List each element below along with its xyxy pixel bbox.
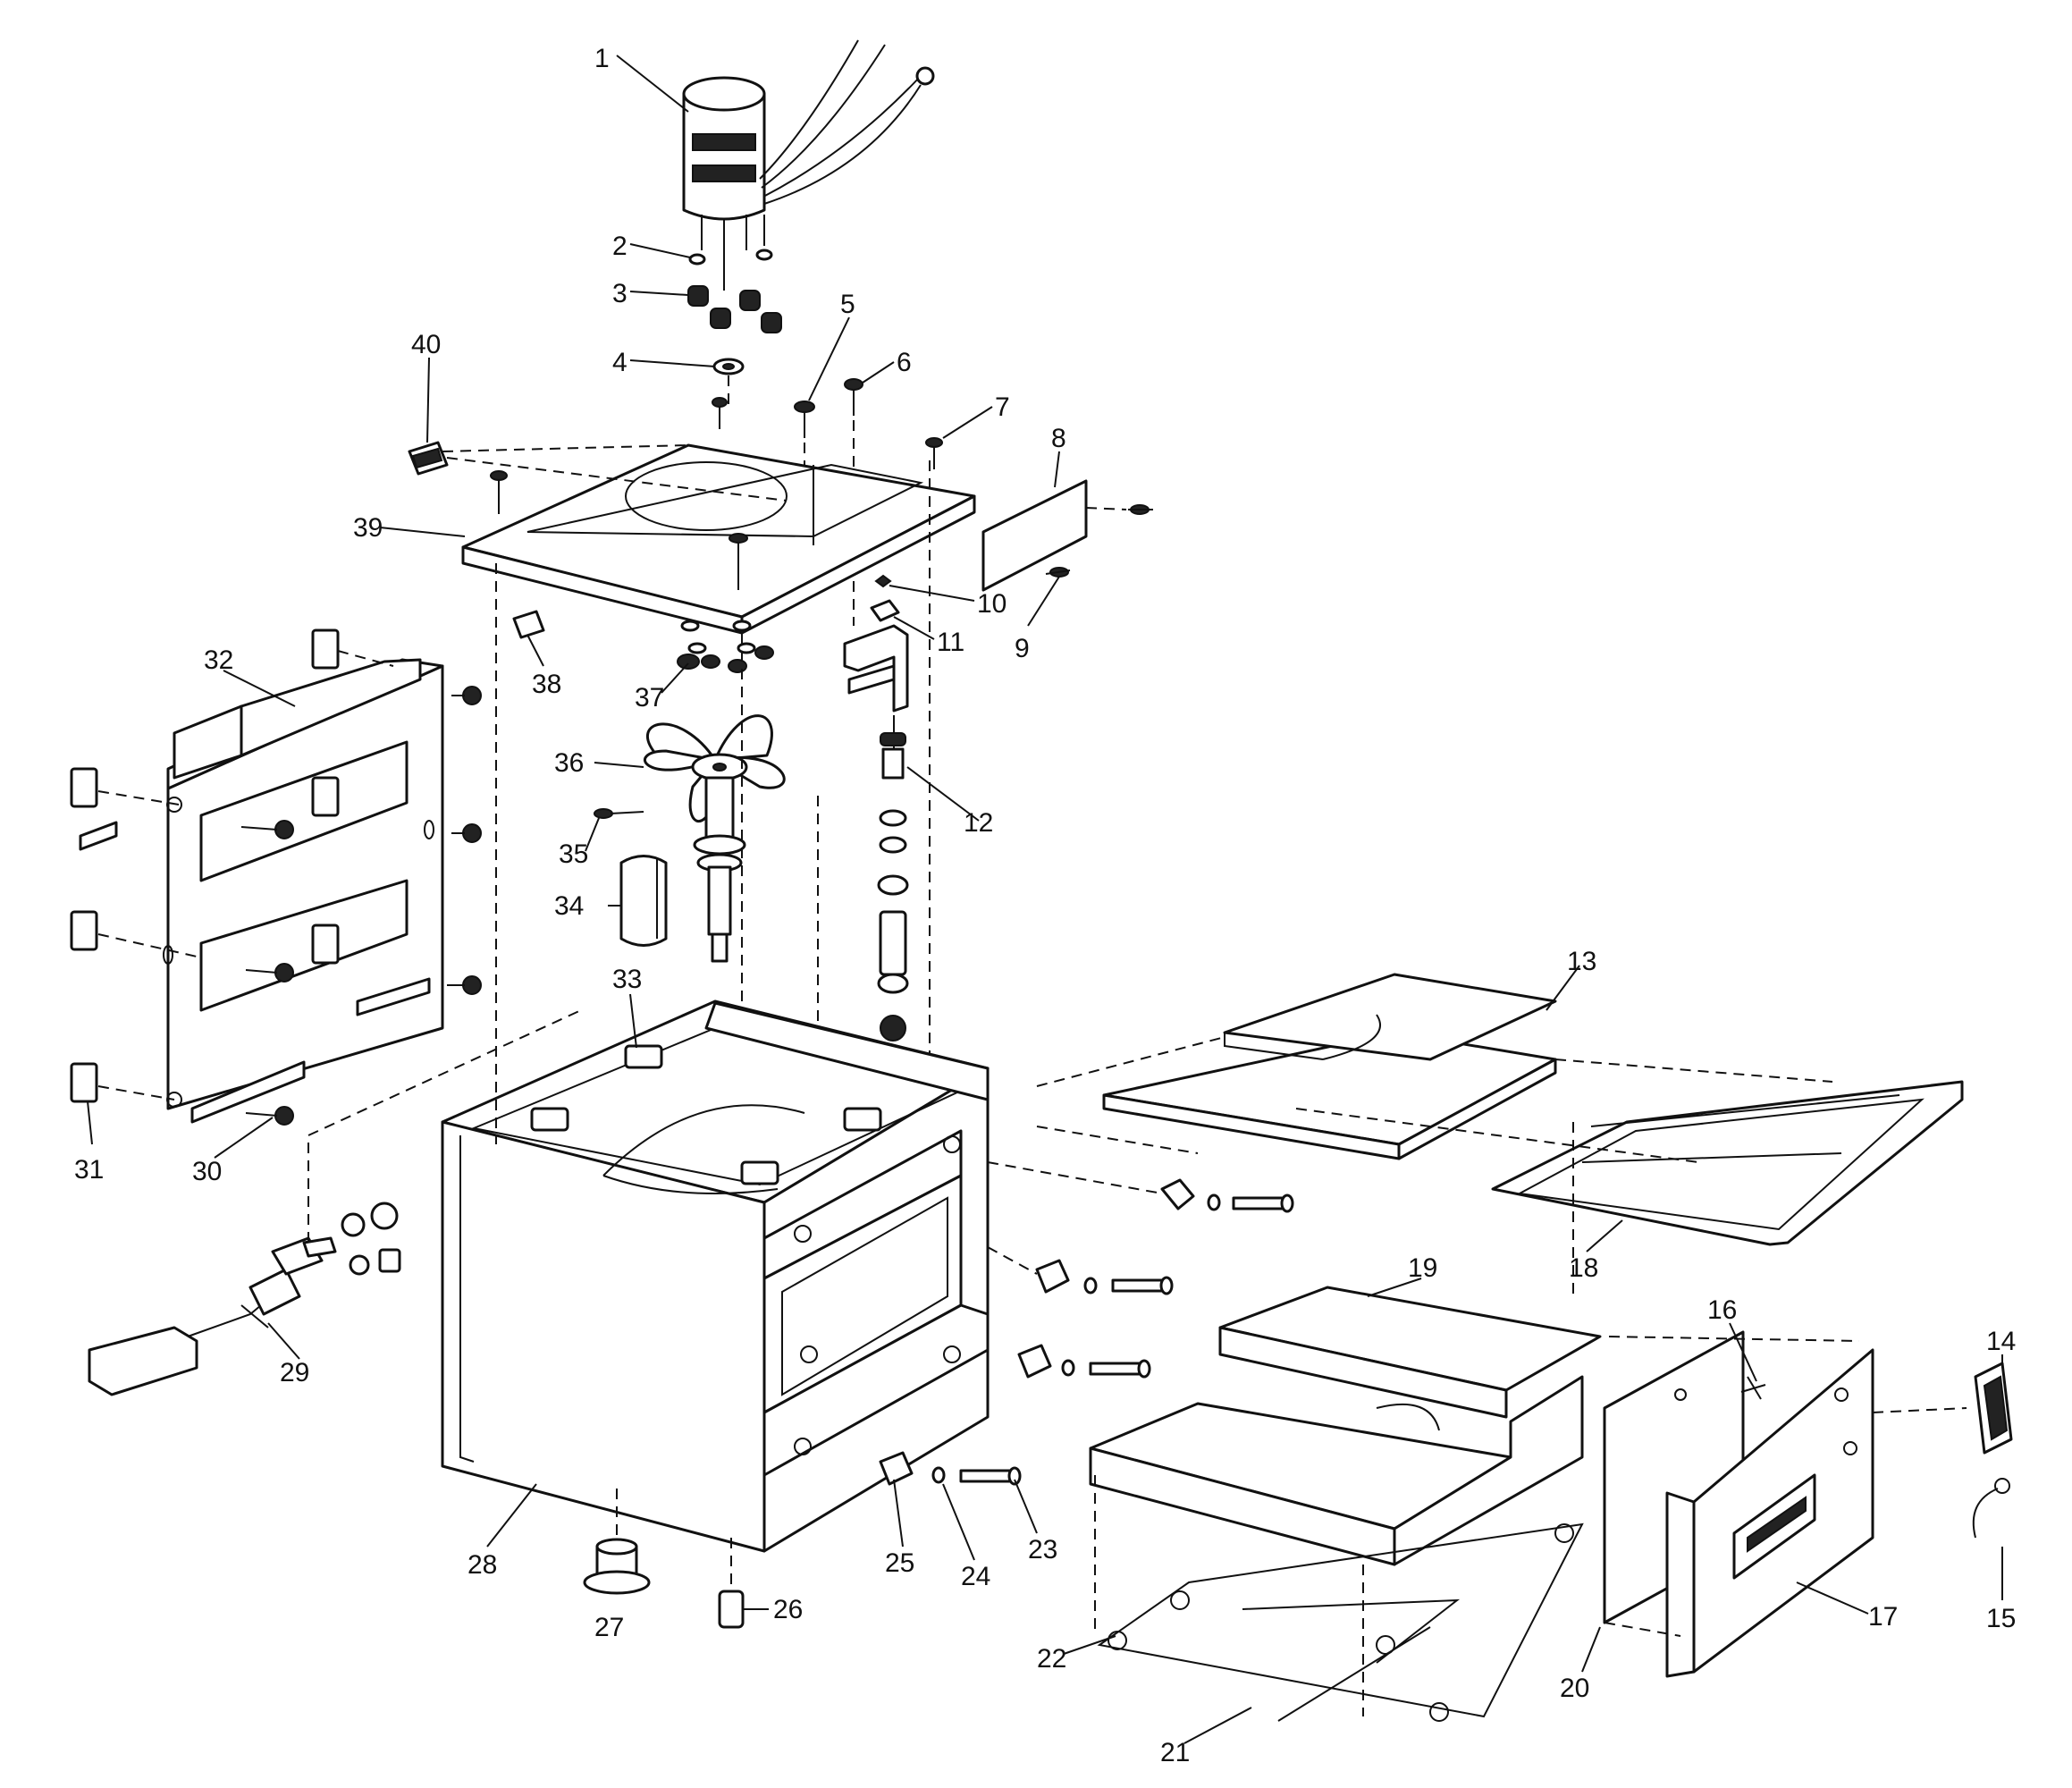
side-cover-plate: [981, 479, 1153, 592]
wire-shelf-frame: [1097, 1522, 1584, 1722]
knob-shaft-hardware: [879, 1161, 1294, 1486]
callout-40: 40: [411, 330, 441, 359]
callout-23: 23: [1028, 1535, 1057, 1564]
callout-37: 37: [635, 683, 664, 713]
panel-screws: [240, 610, 545, 1126]
callout-16: 16: [1707, 1295, 1737, 1325]
callout-35: 35: [559, 839, 588, 869]
callout-labels: 1 2 3 4 5 6 7 8 9 10 11 12 13 14 15 16 1…: [74, 44, 2016, 1767]
callout-34: 34: [554, 891, 584, 921]
motor: [682, 39, 935, 291]
panel-clips: [70, 628, 394, 1103]
callout-12: 12: [964, 808, 993, 838]
callout-39: 39: [353, 513, 383, 543]
callout-24: 24: [961, 1562, 990, 1591]
callout-28: 28: [467, 1550, 497, 1580]
hub-washers: [677, 620, 774, 673]
thermostat-bracket-stack: [817, 460, 931, 1162]
callout-32: 32: [204, 645, 233, 675]
callout-leaders: [87, 55, 2003, 1744]
fan-blade: [643, 714, 786, 823]
alignment-lines: [495, 563, 1860, 1716]
callout-2: 2: [612, 232, 627, 261]
callout-6: 6: [897, 348, 912, 377]
callout-10: 10: [977, 589, 1007, 619]
top-motor-plate: [461, 443, 976, 635]
left-side-panel: [163, 658, 444, 1124]
callout-36: 36: [554, 748, 584, 778]
upper-shelf-panel: [1102, 973, 1557, 1160]
callout-38: 38: [532, 670, 561, 699]
callout-25: 25: [885, 1548, 914, 1578]
callout-3: 3: [612, 279, 627, 308]
cord-clip: [408, 441, 788, 502]
callout-1: 1: [594, 44, 610, 73]
wire-rack: [1036, 1036, 1964, 1246]
front-door: [1603, 1330, 1874, 1678]
lower-shelf-board: [1089, 1286, 1602, 1566]
power-cord-assembly: [88, 1009, 582, 1396]
callout-19: 19: [1408, 1253, 1437, 1283]
callout-30: 30: [192, 1157, 222, 1186]
fan-shaft-assembly: [594, 776, 746, 963]
callout-15: 15: [1986, 1604, 2016, 1633]
callout-29: 29: [280, 1358, 309, 1387]
callout-17: 17: [1868, 1602, 1898, 1632]
sleeve: [619, 855, 668, 947]
top-screws: [712, 378, 943, 626]
callout-21: 21: [1160, 1738, 1190, 1767]
callout-31: 31: [74, 1155, 104, 1185]
callout-9: 9: [1015, 634, 1030, 663]
door-handle: [1872, 1362, 2013, 1539]
callout-14: 14: [1986, 1327, 2016, 1356]
callout-8: 8: [1051, 424, 1066, 453]
motor-mount-hardware: [687, 249, 782, 411]
callout-11: 11: [937, 628, 964, 657]
callout-27: 27: [594, 1613, 624, 1642]
callout-4: 4: [612, 348, 627, 377]
callout-7: 7: [995, 392, 1010, 422]
main-housing: [441, 999, 990, 1553]
callout-26: 26: [773, 1595, 803, 1624]
callout-33: 33: [612, 965, 642, 994]
callout-5: 5: [840, 290, 855, 319]
foot-and-lamp: [583, 1489, 745, 1629]
nut-and-clip: [870, 574, 900, 622]
callout-20: 20: [1560, 1674, 1589, 1703]
callout-18: 18: [1569, 1253, 1598, 1283]
callout-22: 22: [1037, 1644, 1066, 1674]
callout-13: 13: [1567, 947, 1596, 976]
